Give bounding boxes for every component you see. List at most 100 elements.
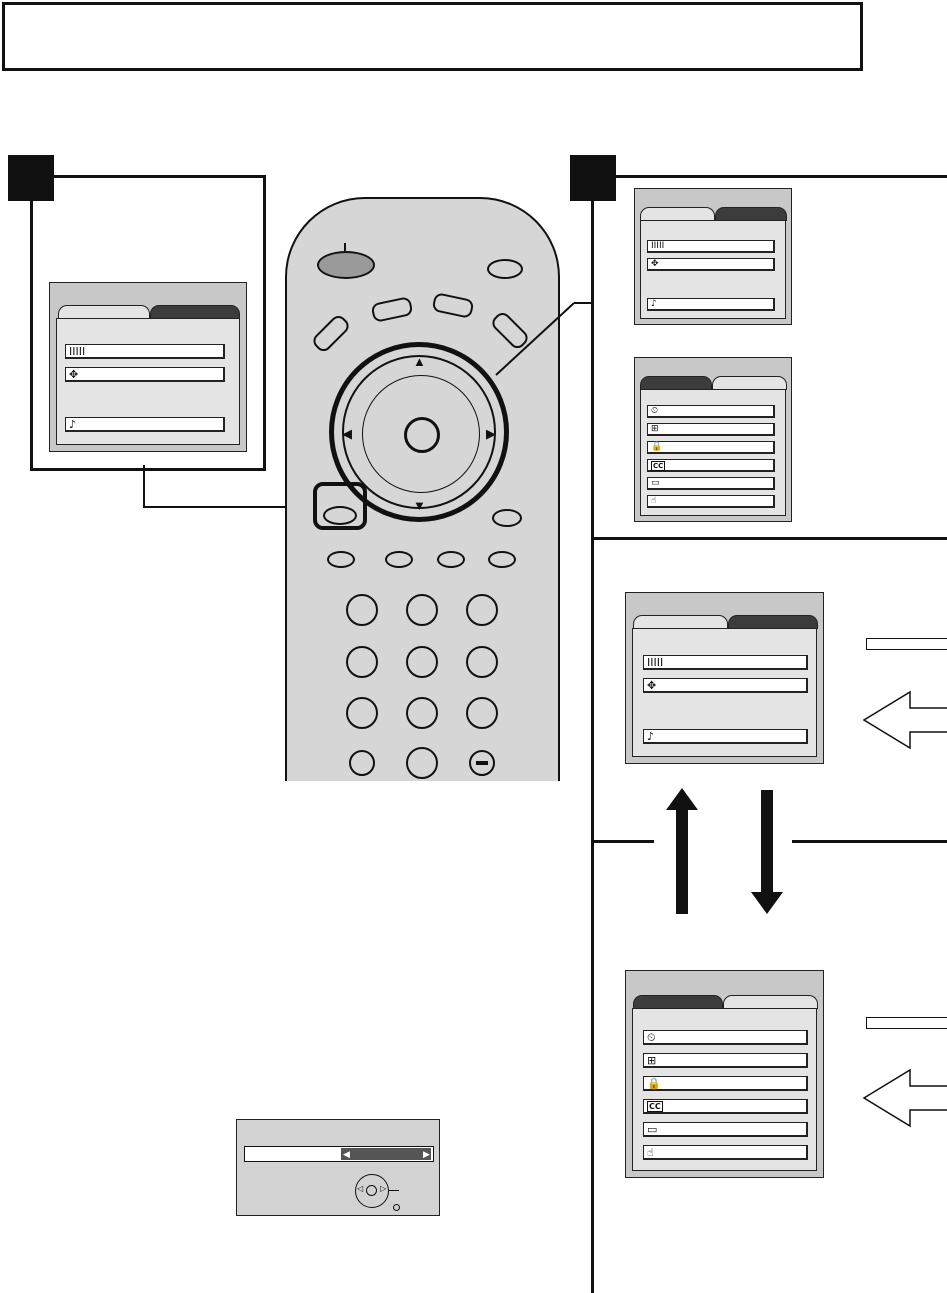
- connector-line: [143, 465, 145, 508]
- menu-button[interactable]: [323, 506, 357, 525]
- power-button[interactable]: [317, 251, 375, 279]
- music-note-icon: ♪: [647, 730, 655, 743]
- remote-button[interactable]: [488, 551, 516, 568]
- picture-icon: IIIII: [651, 241, 665, 251]
- down-arrow-icon: [751, 790, 783, 914]
- left-arrow-icon[interactable]: ◀: [342, 426, 352, 441]
- menu-tab-main: [640, 207, 715, 221]
- divider-right: [792, 840, 947, 843]
- menu-tab-setup: [723, 995, 818, 1009]
- up-arrow-icon[interactable]: ▲: [413, 354, 426, 369]
- lock-icon: 🔒: [647, 1077, 661, 1090]
- menu-row-audio: ♪: [643, 729, 808, 744]
- number-button[interactable]: [406, 594, 438, 626]
- remote-button[interactable]: [349, 750, 375, 776]
- right-arrow-icon[interactable]: ▶: [486, 426, 496, 441]
- menu-tab-setup: [715, 207, 787, 221]
- dash-button[interactable]: [469, 750, 495, 776]
- adjustment-screen: ◀ ▶ ◁ ▷: [236, 1119, 440, 1216]
- move-icon: ✥: [651, 259, 659, 269]
- number-button[interactable]: [466, 697, 498, 729]
- navigation-ring[interactable]: ▲ ▼ ◀ ▶: [329, 342, 509, 522]
- menu-row-audio: ♪: [65, 417, 225, 432]
- remote-button[interactable]: [385, 551, 413, 568]
- number-button[interactable]: [466, 646, 498, 678]
- number-button[interactable]: [406, 646, 438, 678]
- remote-button[interactable]: [437, 551, 465, 568]
- number-button[interactable]: [406, 697, 438, 729]
- power-indicator: [344, 243, 346, 251]
- cc-icon: CC: [651, 461, 666, 471]
- timer-icon: ⏲: [651, 406, 659, 416]
- number-button[interactable]: [406, 747, 438, 779]
- down-arrow-icon[interactable]: ▼: [413, 498, 426, 513]
- remote-button[interactable]: [492, 509, 522, 527]
- main-menu-screen-large: IIIII ✥ ♪: [625, 592, 824, 764]
- menu-tab-setup: [712, 376, 787, 390]
- music-note-icon: ♪: [69, 418, 77, 431]
- touch-icon: ☝: [651, 496, 657, 506]
- number-button[interactable]: [346, 594, 378, 626]
- connector-line: [143, 506, 315, 508]
- menu-tab-main: [58, 305, 150, 319]
- step-1-frame: [30, 175, 266, 471]
- remote-button[interactable]: [327, 551, 355, 568]
- menu-tab-main: [633, 615, 728, 629]
- menu-button-highlight: [313, 482, 367, 530]
- screen-icon: ▭: [651, 478, 660, 488]
- remote-button[interactable]: [431, 292, 475, 319]
- menu-row-lock: 🔒: [643, 1076, 808, 1091]
- menu-row-picture: IIIII: [643, 655, 808, 670]
- number-button[interactable]: [346, 697, 378, 729]
- menu-row-cc: CC: [647, 459, 775, 472]
- menu-tab-main: [640, 376, 712, 390]
- channel-icon: ⊞: [647, 1054, 657, 1067]
- picture-icon: IIIII: [647, 656, 664, 669]
- menu-tab-main: [633, 995, 723, 1009]
- menu-row-timer: ⏲: [647, 405, 775, 418]
- adjustment-bar: ◀ ▶: [244, 1146, 434, 1162]
- move-icon: ✥: [69, 368, 79, 381]
- pointer-line: [389, 1190, 399, 1191]
- frame-divider: [591, 537, 947, 540]
- remote-control: ▲ ▼ ◀ ▶: [285, 197, 560, 817]
- menu-row-timer: ⏲: [643, 1030, 808, 1045]
- number-button[interactable]: [346, 646, 378, 678]
- up-arrow-icon: [666, 788, 698, 914]
- divider-left: [591, 840, 654, 843]
- lock-icon: 🔒: [651, 442, 663, 452]
- circle-icon: [393, 1204, 400, 1211]
- menu-row-channels: ⊞: [643, 1053, 808, 1068]
- left-arrow-icon: ◀: [343, 1149, 350, 1159]
- setup-menu-screen-large: ⏲ ⊞ 🔒 CC ▭ ☝: [625, 970, 824, 1178]
- menu-row-touch: ☝: [647, 495, 775, 508]
- select-button[interactable]: [404, 417, 440, 453]
- channel-icon: ⊞: [651, 424, 659, 434]
- select-icon: [366, 1185, 377, 1196]
- label-box: [866, 1017, 947, 1029]
- remote-button[interactable]: [370, 296, 414, 323]
- remote-cutoff: [280, 781, 570, 821]
- main-menu-screen-step2: IIIII ✥ ♪: [634, 188, 792, 325]
- pointer-line: [495, 302, 594, 376]
- adjustment-value-field: [341, 1148, 431, 1160]
- minus-icon: [476, 761, 488, 765]
- menu-tab-setup: [728, 615, 818, 629]
- menu-row-audio: ♪: [647, 298, 775, 311]
- touch-icon: ☝: [647, 1146, 654, 1159]
- remote-button[interactable]: [310, 312, 352, 355]
- left-arrow-outline-icon: [862, 1068, 947, 1128]
- menu-row-channels: ⊞: [647, 423, 775, 436]
- menu-row-screen: ▭: [647, 477, 775, 490]
- cc-icon: CC: [647, 1101, 663, 1112]
- main-menu-screen-step1: IIIII ✥ ♪: [49, 282, 247, 452]
- right-arrow-icon: ▶: [423, 1149, 430, 1159]
- picture-icon: IIIII: [69, 345, 86, 358]
- screen-icon: ▭: [647, 1123, 658, 1136]
- menu-tab-setup: [150, 305, 240, 319]
- right-arrow-icon: ▷: [380, 1184, 387, 1193]
- menu-row-adjust: ✥: [647, 258, 775, 271]
- number-button[interactable]: [466, 594, 498, 626]
- menu-row-cc: CC: [643, 1099, 808, 1114]
- remote-button[interactable]: [487, 259, 523, 279]
